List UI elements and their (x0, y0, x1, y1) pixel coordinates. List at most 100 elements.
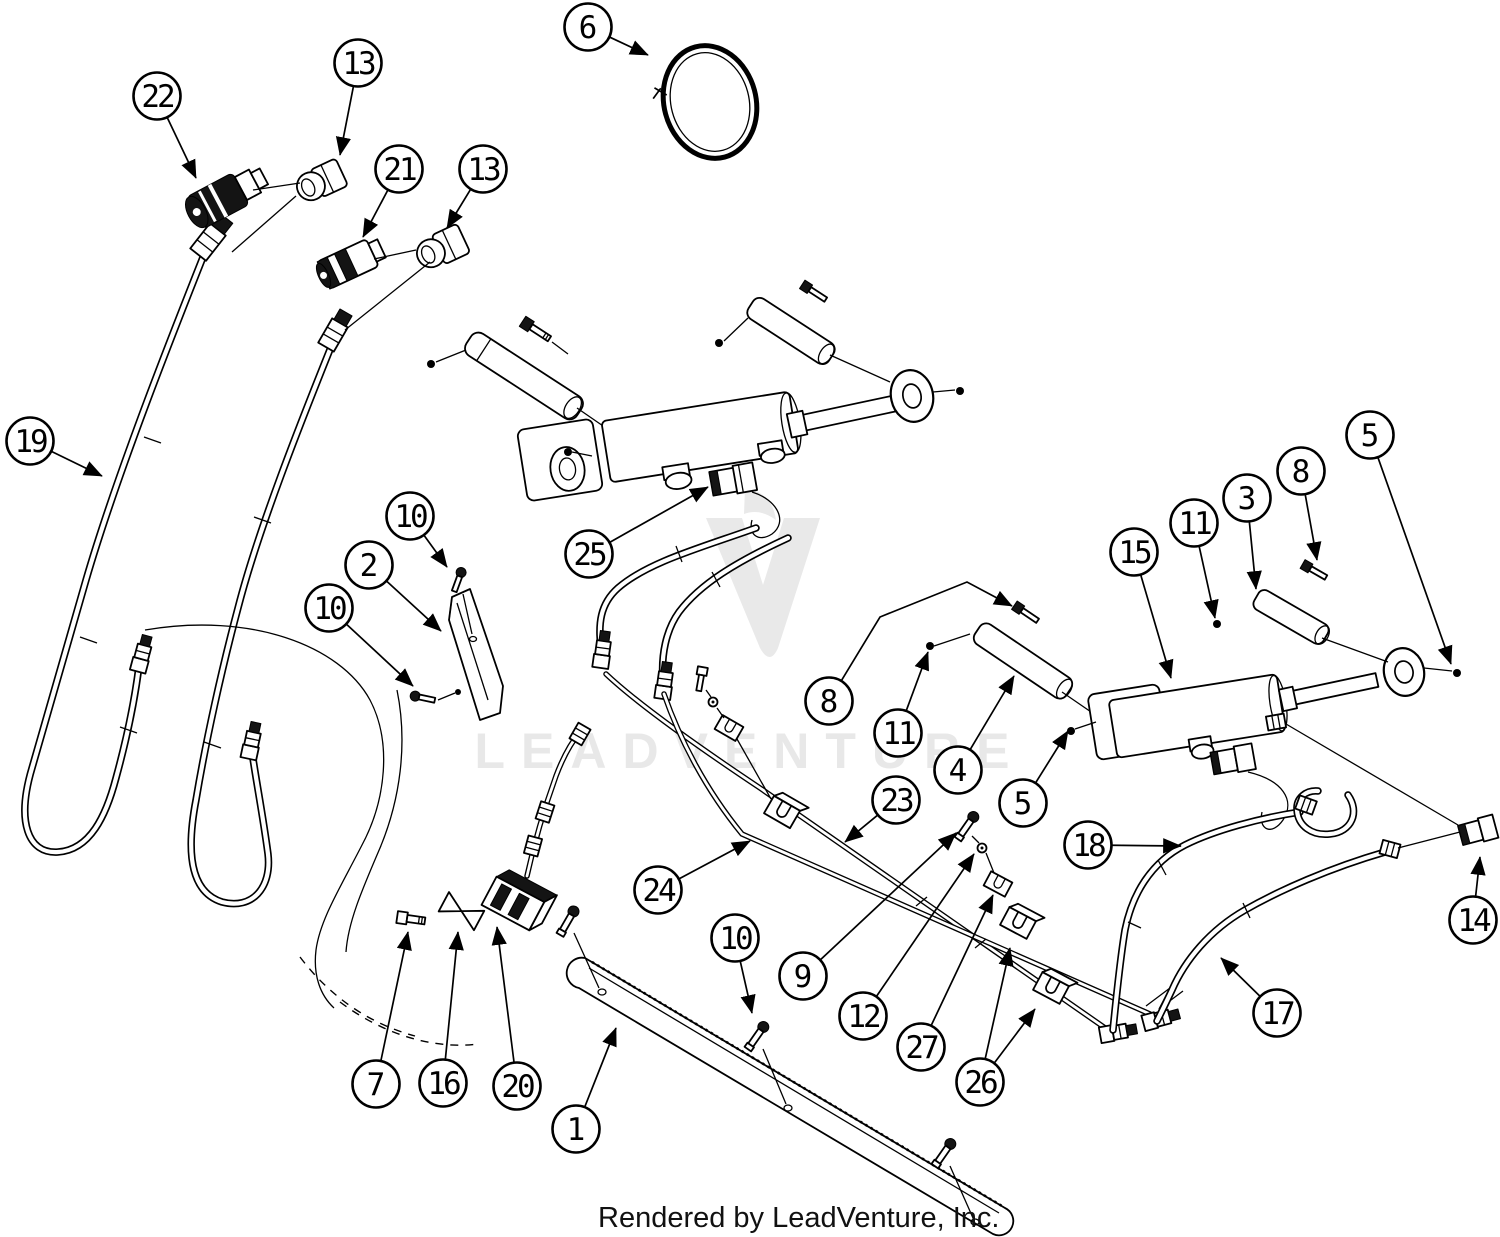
balloon-circle[interactable] (351, 1059, 401, 1109)
callout-11[interactable]: 11 (873, 651, 929, 758)
balloon-circle[interactable] (132, 71, 182, 121)
balloon-circle[interactable] (374, 144, 424, 194)
clevis-pin-4 (972, 622, 1074, 700)
callout-20[interactable]: 20 (491, 926, 542, 1111)
callout-8[interactable]: 8 (1276, 446, 1326, 561)
balloon-circle[interactable] (955, 1057, 1005, 1107)
balloon-circle[interactable] (1222, 473, 1272, 523)
callout-10[interactable]: 10 (385, 491, 448, 568)
callout-18[interactable]: 18 (1063, 820, 1182, 870)
leader-line (1470, 856, 1486, 897)
balloon-circle[interactable] (418, 1058, 468, 1108)
balloon-circle[interactable] (998, 778, 1048, 828)
balloon-circle[interactable] (385, 491, 435, 541)
balloon-circle[interactable] (633, 865, 683, 915)
callout-10[interactable]: 10 (304, 583, 414, 687)
balloon-circle[interactable] (1169, 498, 1219, 548)
callout-8[interactable]: 8 (804, 581, 1013, 726)
balloon-number: 13 (467, 152, 500, 188)
callout-27[interactable]: 27 (896, 894, 994, 1072)
callout-4[interactable]: 4 (933, 675, 1015, 795)
callout-2[interactable]: 2 (344, 540, 442, 632)
balloon-circle[interactable] (1276, 446, 1326, 496)
leader-line (875, 853, 975, 998)
clip-27 (982, 870, 1014, 898)
balloon-circle[interactable] (1252, 988, 1302, 1038)
callout-23[interactable]: 23 (844, 775, 921, 843)
saddle-clamp-26 (1032, 965, 1079, 1008)
callout-12[interactable]: 12 (838, 853, 975, 1041)
callout-25[interactable]: 25 (564, 486, 709, 579)
leader-line (491, 926, 515, 1063)
callout-15[interactable]: 15 (1109, 527, 1174, 679)
callout-5[interactable]: 5 (1345, 410, 1453, 665)
balloon-number: 10 (313, 591, 346, 627)
callout-26[interactable]: 26 (955, 947, 1036, 1107)
screw-10 (929, 1135, 959, 1171)
leader-line (905, 651, 929, 712)
tube-nut (523, 834, 543, 858)
callout-5[interactable]: 5 (998, 730, 1069, 828)
callout-1[interactable]: 1 (551, 1027, 617, 1154)
callout-24[interactable]: 24 (633, 840, 751, 915)
balloon-circle[interactable] (1448, 895, 1498, 945)
coupler-fitting-group (184, 158, 470, 331)
balloon-circle[interactable] (344, 540, 394, 590)
hose-end-fitting (129, 632, 156, 675)
callout-6[interactable]: 6 (563, 2, 649, 56)
balloon-circle[interactable] (896, 1022, 946, 1072)
screw-10 (742, 1018, 772, 1054)
callout-3[interactable]: 3 (1222, 473, 1272, 590)
callout-14[interactable]: 14 (1448, 856, 1498, 945)
leader-line (166, 116, 197, 179)
callout-7[interactable]: 7 (351, 931, 412, 1109)
balloon-circle[interactable] (564, 529, 614, 579)
balloon-circle[interactable] (871, 775, 921, 825)
balloon-number: 16 (427, 1066, 460, 1102)
balloon-circle[interactable] (804, 676, 854, 726)
bolt (1011, 600, 1040, 624)
balloon-number: 5 (1014, 786, 1033, 822)
balloon-number: 7 (367, 1067, 386, 1103)
balloon-circle[interactable] (563, 2, 613, 52)
callout-13[interactable]: 13 (446, 144, 508, 229)
cylinder-rod (785, 393, 902, 439)
balloon-circle[interactable] (1345, 410, 1395, 460)
cylinder-butt-clevis (516, 418, 604, 502)
lift-cylinder-left-assembly (427, 279, 964, 539)
balloon-circle[interactable] (838, 991, 888, 1041)
callout-22[interactable]: 22 (132, 71, 197, 179)
leader-line (380, 931, 412, 1062)
callout-17[interactable]: 17 (1220, 957, 1302, 1038)
balloon-number: 13 (342, 46, 375, 82)
clevis-pin-3 (1252, 589, 1331, 645)
balloon-circle[interactable] (304, 583, 354, 633)
balloon-number: 8 (820, 684, 839, 720)
clamp-hardware-cluster (695, 665, 1079, 1008)
balloon-circle[interactable] (778, 951, 828, 1001)
leader-line (969, 675, 1015, 751)
balloon-circle[interactable] (5, 416, 55, 466)
balloon-circle[interactable] (333, 38, 383, 88)
balloon-circle[interactable] (492, 1061, 542, 1111)
balloon-circle[interactable] (551, 1104, 601, 1154)
balloon-number: 21 (383, 152, 416, 188)
callout-13[interactable]: 13 (333, 38, 383, 156)
callout-11[interactable]: 11 (1169, 498, 1219, 619)
balloon-circle[interactable] (710, 913, 760, 963)
callout-9[interactable]: 9 (778, 832, 957, 1001)
balloon-circle[interactable] (933, 745, 983, 795)
callout-19[interactable]: 19 (5, 416, 103, 477)
callout-10[interactable]: 10 (710, 913, 760, 1014)
leader-line (678, 840, 751, 880)
leader-line (446, 188, 472, 229)
elbow-fitting-13 (416, 223, 470, 269)
callout-16[interactable]: 16 (418, 931, 468, 1108)
balloon-circle[interactable] (458, 144, 508, 194)
callout-21[interactable]: 21 (362, 144, 424, 238)
saddle-clamp-26 (999, 900, 1046, 943)
balloon-number: 10 (719, 921, 752, 957)
balloon-circle[interactable] (1063, 820, 1113, 870)
balloon-circle[interactable] (873, 708, 923, 758)
balloon-circle[interactable] (1109, 527, 1159, 577)
